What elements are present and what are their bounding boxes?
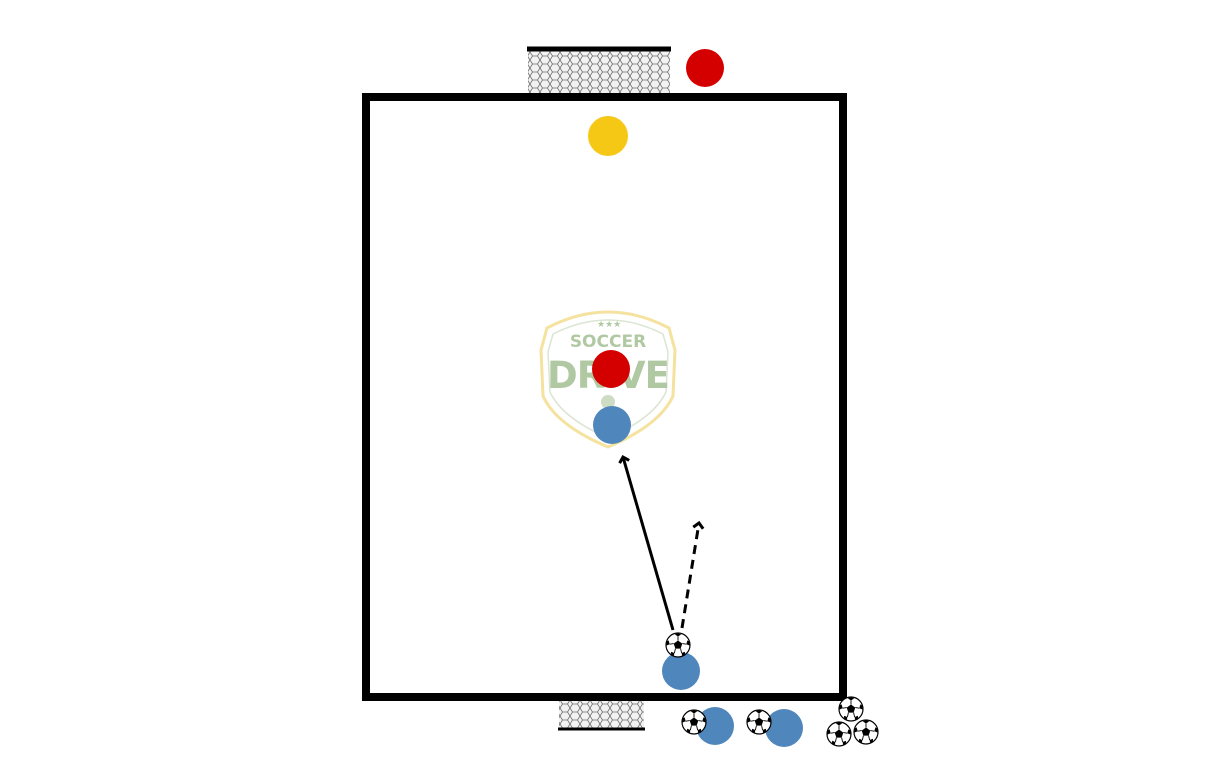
- bottom-goal: [558, 700, 645, 731]
- ball-pile-1: [838, 696, 864, 722]
- ball-waiting-1: [681, 709, 707, 735]
- pass-arrow: [623, 457, 675, 631]
- field-boundary: [362, 93, 847, 701]
- blue-waiting-player-1: [696, 707, 734, 745]
- watermark-inner-shield: [547, 319, 669, 439]
- red-top-player: [686, 49, 724, 87]
- blue-bottom-player: [662, 652, 700, 690]
- yellow-goalkeeper: [588, 116, 628, 156]
- run-arrow: [680, 523, 699, 629]
- red-center-player: [592, 350, 630, 388]
- watermark-top-text: SOCCER: [570, 332, 646, 352]
- ball-waiting-2: [746, 709, 772, 735]
- ball-pile-3: [853, 719, 879, 745]
- top-goal-net: [528, 50, 670, 94]
- ball-in-play: [665, 632, 691, 658]
- top-goal: [527, 46, 671, 94]
- ball-pile-2: [826, 721, 852, 747]
- blue-center-player: [593, 406, 631, 444]
- watermark-ball-icon: [601, 395, 615, 409]
- blue-waiting-player-2: [765, 709, 803, 747]
- bottom-goal-net: [559, 700, 644, 728]
- watermark-stars: ★★★: [597, 320, 621, 330]
